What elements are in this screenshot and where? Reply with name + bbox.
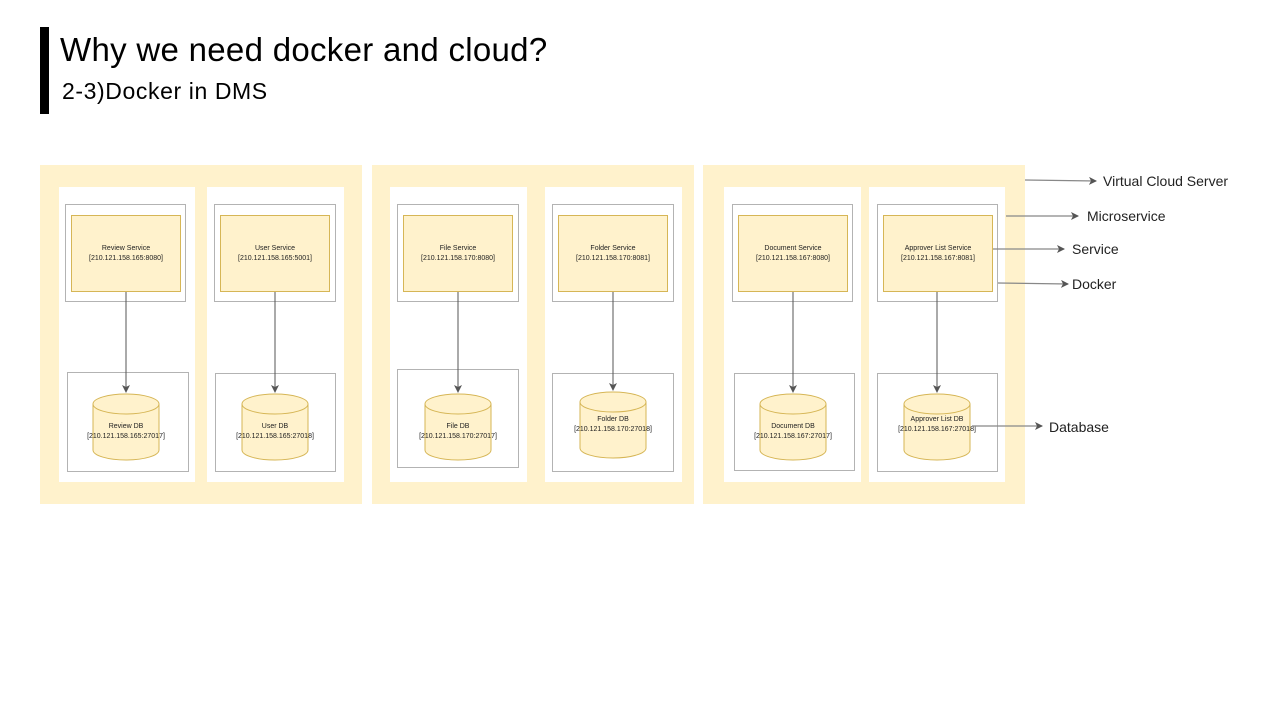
page-subtitle: 2-3)Docker in DMS xyxy=(62,78,268,104)
service-name: Folder Service xyxy=(590,244,636,252)
service-name: User Service xyxy=(254,244,296,252)
database-name: Folder DB xyxy=(597,416,629,423)
page-title: Why we need docker and cloud? xyxy=(60,31,548,68)
database-node: Review DB [210.121.158.165:27017] xyxy=(87,392,165,462)
legend-microservice: Microservice xyxy=(1087,208,1166,224)
service-name: File Service xyxy=(439,244,477,252)
database-address: [210.121.158.165:27017] xyxy=(87,433,165,440)
service-address: [210.121.158.170:8080] xyxy=(421,254,495,262)
service-node: Approver List Service [210.121.158.167:8… xyxy=(883,215,993,292)
database-node: Folder DB [210.121.158.170:27018] xyxy=(574,390,652,460)
legend-database: Database xyxy=(1049,419,1109,435)
service-address: [210.121.158.167:8080] xyxy=(756,254,830,262)
legend-docker: Docker xyxy=(1072,276,1117,292)
database-node: User DB [210.121.158.165:27018] xyxy=(236,392,314,462)
service-name: Review Service xyxy=(101,244,151,252)
database-address: [210.121.158.165:27018] xyxy=(236,433,314,440)
database-node: Approver List DB [210.121.158.167:27018] xyxy=(898,392,976,462)
database-address: [210.121.158.167:27018] xyxy=(898,426,976,433)
database-address: [210.121.158.170:27017] xyxy=(419,433,497,440)
database-name: Document DB xyxy=(771,423,815,430)
service-name: Approver List Service xyxy=(904,244,972,252)
service-address: [210.121.158.167:8081] xyxy=(901,254,975,262)
database-cylinder-icon xyxy=(424,393,492,461)
database-cylinder-icon xyxy=(759,393,827,461)
database-node: File DB [210.121.158.170:27017] xyxy=(419,392,497,462)
legend-arrow xyxy=(997,279,1069,288)
database-address: [210.121.158.167:27017] xyxy=(754,433,832,440)
database-cylinder-icon xyxy=(903,393,971,461)
title-accent-bar xyxy=(40,27,49,114)
service-node: Folder Service [210.121.158.170:8081] xyxy=(558,215,668,292)
database-name: Review DB xyxy=(108,423,144,430)
database-name: Approver List DB xyxy=(910,416,964,423)
service-address: [210.121.158.170:8081] xyxy=(576,254,650,262)
database-cylinder-icon xyxy=(241,393,309,461)
database-address: [210.121.158.170:27018] xyxy=(574,426,652,433)
database-node: Document DB [210.121.158.167:27017] xyxy=(754,392,832,462)
database-cylinder-icon xyxy=(92,393,160,461)
legend-virtual-cloud-server: Virtual Cloud Server xyxy=(1103,173,1229,189)
service-node: Document Service [210.121.158.167:8080] xyxy=(738,215,848,292)
database-cylinder-icon xyxy=(579,391,647,459)
service-address: [210.121.158.165:8080] xyxy=(89,254,163,262)
service-address: [210.121.158.165:5001] xyxy=(238,254,312,262)
service-node: Review Service [210.121.158.165:8080] xyxy=(71,215,181,292)
legend-arrow xyxy=(1024,176,1097,185)
service-node: User Service [210.121.158.165:5001] xyxy=(220,215,330,292)
legend-service: Service xyxy=(1072,241,1119,257)
service-node: File Service [210.121.158.170:8080] xyxy=(403,215,513,292)
database-name: User DB xyxy=(261,423,289,430)
database-name: File DB xyxy=(446,423,470,430)
service-name: Document Service xyxy=(764,244,822,252)
